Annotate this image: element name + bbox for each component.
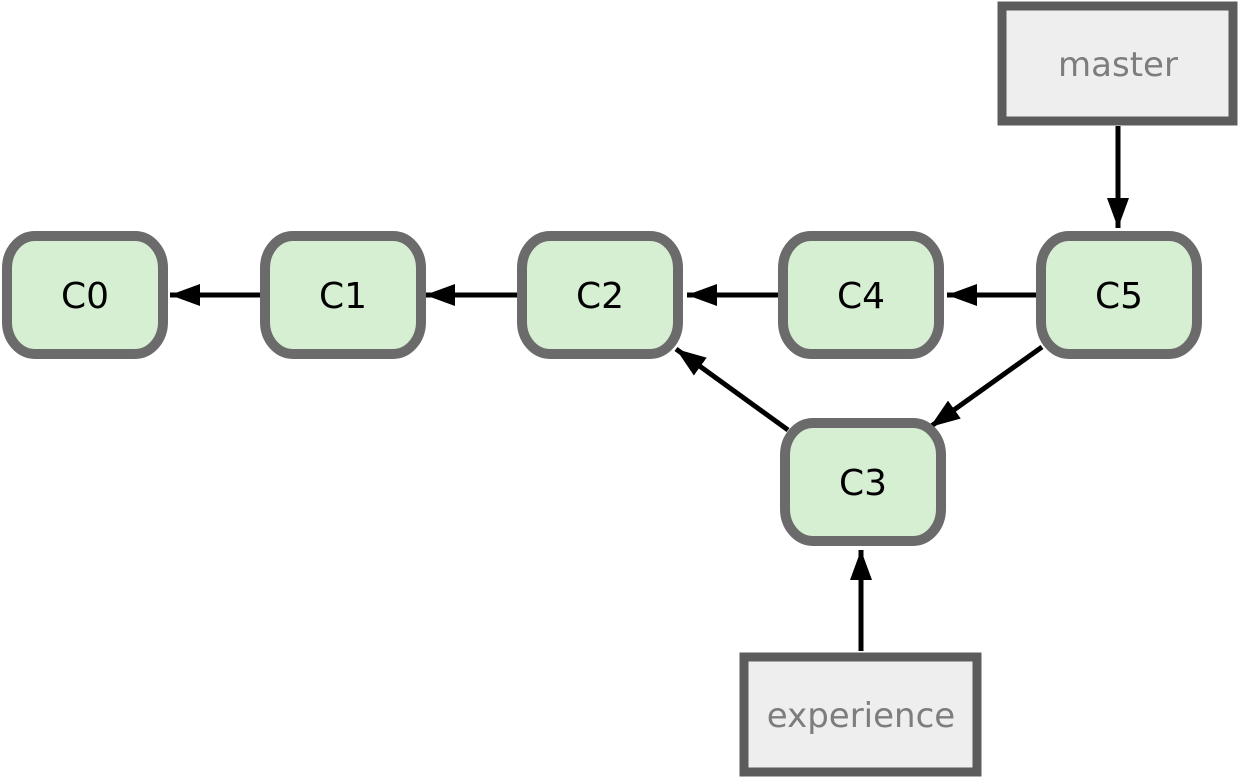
branch-box-experience-shape xyxy=(739,652,982,777)
commit-node-c2: C2 xyxy=(517,231,683,359)
branch-box-master-shape xyxy=(997,1,1238,126)
commit-node-c3-label: C3 xyxy=(839,463,887,504)
commit-node-c1-label: C1 xyxy=(319,276,367,317)
commit-node-c0: C0 xyxy=(2,231,168,359)
branch-box-experience-label: experience xyxy=(767,696,955,736)
commit-node-c3-shape xyxy=(780,418,946,546)
commit-node-c1-shape xyxy=(260,231,426,359)
branch-box-master-label: master xyxy=(1058,45,1178,85)
commit-node-c5-shape xyxy=(1036,231,1202,359)
branch-box-master: master xyxy=(997,1,1238,126)
commit-node-c4-label: C4 xyxy=(837,276,885,317)
branch-box-experience: experience xyxy=(739,652,982,777)
edge-c3-c2 xyxy=(674,346,790,433)
commit-node-c5-label: C5 xyxy=(1095,276,1143,317)
commit-node-c0-shape xyxy=(2,231,168,359)
commit-node-c1: C1 xyxy=(260,231,426,359)
commit-node-c0-label: C0 xyxy=(61,276,109,317)
commit-node-c4-shape xyxy=(778,231,944,359)
commit-node-c2-shape xyxy=(517,231,683,359)
commit-node-c3: C3 xyxy=(780,418,946,546)
commit-node-c2-label: C2 xyxy=(576,276,624,317)
edge-c5-c3 xyxy=(928,344,1044,430)
commit-node-c4: C4 xyxy=(778,231,944,359)
commit-node-c5: C5 xyxy=(1036,231,1202,359)
